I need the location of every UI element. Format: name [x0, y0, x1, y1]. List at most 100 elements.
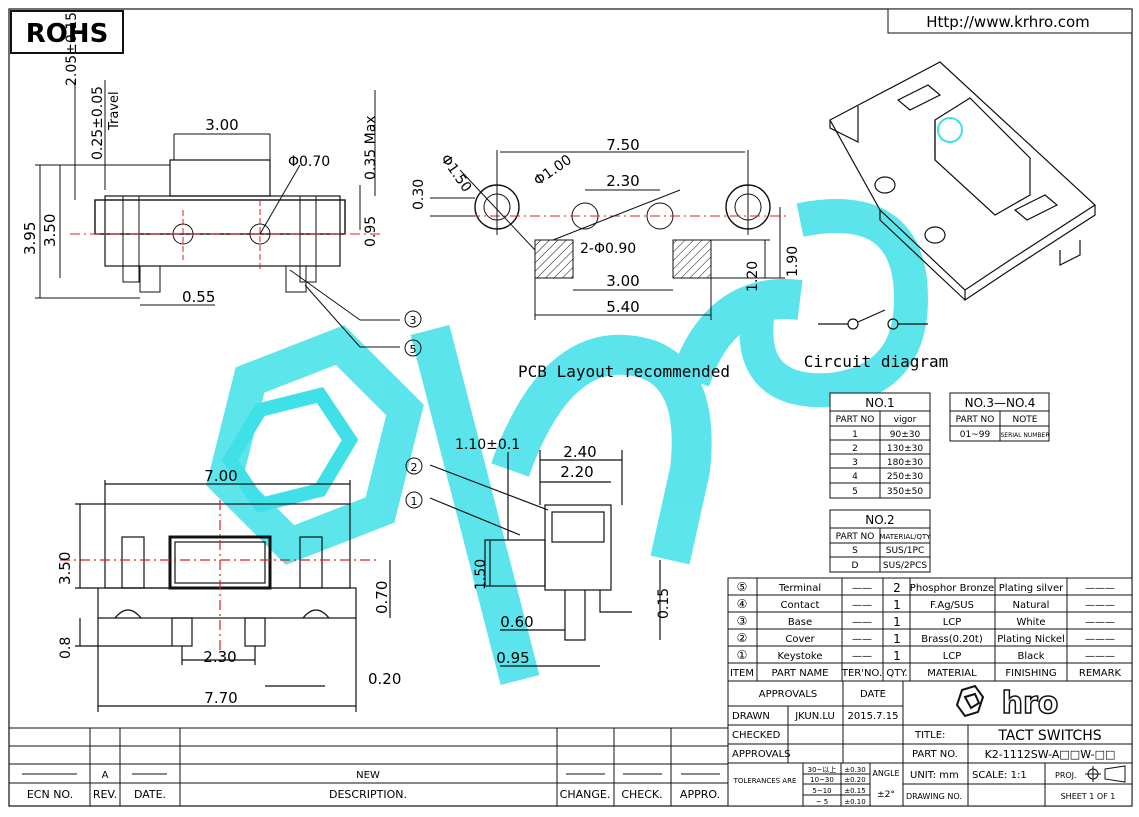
bom-r4-mat: Brass(0.20t) — [921, 634, 983, 645]
callout-5: 5 — [410, 343, 417, 356]
dim-0.30: 0.30 — [411, 179, 427, 210]
bom-r2-ter: —— — [852, 600, 872, 611]
bom-r2-fin: Natural — [1013, 600, 1050, 611]
table-no34-r1c2: SERIAL NUMBER — [1000, 432, 1049, 439]
table-no1-r1c2: 90±30 — [890, 430, 921, 440]
tb-tol-val-3: ±0.15 — [844, 787, 865, 795]
table-no34-title: NO.3—NO.4 — [965, 396, 1036, 410]
title-block-grid — [727, 680, 1133, 807]
bom-r4-fin: Plating Nickel — [997, 634, 1065, 645]
isometric-view — [829, 61, 1096, 302]
front-view — [60, 480, 391, 712]
end-view — [429, 450, 661, 667]
bom-h-rem: REMARK — [1079, 668, 1122, 679]
bom-r3-fin: White — [1016, 617, 1045, 628]
tb-scale: SCALE: 1:1 — [972, 770, 1027, 781]
website-box — [887, 8, 1133, 34]
tb-angle: ANGLE — [872, 769, 899, 778]
rev-description: NEW — [356, 770, 380, 781]
rev-h-check: CHECK. — [621, 788, 662, 801]
tb-tol-range-1: 30~以上 — [808, 765, 837, 774]
dim-3.00-side: 3.00 — [205, 116, 238, 134]
bom-r5-name: Keystoke — [778, 651, 823, 662]
bom-r4-ter: —— — [852, 634, 872, 645]
tb-date: DATE — [860, 689, 886, 700]
table-no1-r1c1: 1 — [852, 430, 858, 440]
rev-h-change: CHANGE. — [560, 788, 611, 801]
dim-2.30-pcb: 2.30 — [606, 172, 639, 190]
tb-drawn: DRAWN — [732, 711, 770, 722]
callout-3: 3 — [410, 314, 417, 327]
dim-0.70: 0.70 — [373, 581, 391, 614]
bom-h-item: ITEM — [730, 668, 754, 679]
rohs-box — [10, 10, 124, 54]
bom-r2-rem: ——— — [1085, 600, 1115, 611]
bom-r3-name: Base — [788, 617, 812, 628]
bom-table — [727, 577, 1133, 682]
watermark-cube — [221, 387, 359, 513]
rohs-label: ROHS — [26, 19, 109, 49]
dim-3.50-front: 3.50 — [56, 552, 74, 585]
circuit-title: Circuit diagram — [804, 352, 949, 371]
rev-h-appro: APPRO. — [680, 788, 720, 801]
table-no1-r3c2: 180±30 — [887, 458, 923, 468]
dim-0.60: 0.60 — [500, 613, 533, 631]
dim-7.00: 7.00 — [204, 467, 237, 485]
callout-2: 2 — [411, 461, 418, 474]
table-no1-h2: vigor — [894, 415, 917, 425]
bom-r5-qty: 1 — [893, 649, 901, 663]
table-no1-r4c2: 250±30 — [887, 472, 923, 482]
hro-logo — [955, 684, 985, 718]
bom-r3-mat: LCP — [943, 617, 962, 628]
bom-r1-name: Terminal — [778, 583, 821, 594]
revision-block-text: A NEW ECN NO. REV. DATE. DESCRIPTION. CH… — [27, 770, 720, 801]
hro-logo-text: hro — [1002, 686, 1059, 721]
bom-h-fin: FINISHING — [1005, 668, 1056, 679]
bom-r4-qty: 1 — [893, 632, 901, 646]
bom-rows: ⑤ Terminal —— 2 Phosphor Bronze Plating … — [730, 580, 1122, 679]
tb-partno-value: K2-1112SW-A□□W-□□ — [985, 748, 1116, 761]
table-no2-h1: PART NO — [836, 532, 875, 542]
sheet-border — [8, 8, 1133, 807]
bom-r4-item: ② — [737, 631, 748, 645]
table-no34-h2: NOTE — [1012, 415, 1037, 425]
revision-block-grid — [9, 727, 728, 806]
bom-r3-item: ③ — [737, 614, 748, 628]
side-view — [35, 80, 400, 348]
tb-tol-val-2: ±0.20 — [844, 776, 865, 784]
dim-0.35max: 0.35 Max — [363, 115, 379, 180]
dim-0.15: 0.15 — [656, 588, 672, 619]
bom-r1-ter: —— — [852, 583, 872, 594]
rev-h-rev: REV. — [93, 788, 117, 801]
table-no34: NO.3—NO.4 PART NO NOTE 01~99 SERIAL NUMB… — [949, 392, 1050, 442]
dim-3.00-pcb: 3.00 — [606, 272, 639, 290]
bom-r2-mat: F.Ag/SUS — [930, 600, 974, 611]
dim-phi-0.70: Φ0.70 — [288, 154, 330, 170]
table-no1-r2c2: 130±30 — [887, 444, 923, 454]
table-no1-title: NO.1 — [865, 396, 894, 410]
bom-r3-rem: ——— — [1085, 617, 1115, 628]
bom-r1-fin: Plating silver — [999, 583, 1064, 594]
tb-title-label: TITLE: — [914, 730, 945, 741]
title-block-text: APPROVALS DATE DRAWN JKUN.LU 2015.7.15 C… — [732, 689, 1115, 806]
table-no2-r2c2: SUS/2PCS — [883, 561, 927, 571]
dim-2.20: 2.20 — [560, 463, 593, 481]
dim-1.50: 1.50 — [473, 559, 489, 590]
bom-r3-ter: —— — [852, 617, 872, 628]
rev-value: A — [102, 770, 109, 781]
bom-r1-rem: ——— — [1085, 583, 1115, 594]
dim-3.50-side: 3.50 — [41, 214, 59, 247]
dim-0.95-end: 0.95 — [496, 649, 529, 667]
dim-3.95: 3.95 — [21, 222, 39, 255]
tb-approvals: APPROVALS — [759, 689, 818, 700]
circuit-symbol — [818, 309, 928, 330]
dim-1.20: 1.20 — [745, 261, 761, 292]
bom-r1-item: ⑤ — [737, 580, 748, 594]
table-no1-r4c1: 4 — [852, 472, 858, 482]
bom-r4-name: Cover — [785, 634, 815, 645]
bom-r5-rem: ——— — [1085, 651, 1115, 662]
bom-r2-name: Contact — [781, 600, 820, 611]
table-no1-r2c1: 2 — [852, 444, 858, 454]
pcb-title: PCB Layout recommended — [518, 362, 730, 381]
table-no2-r1c2: SUS/1PC — [886, 546, 924, 556]
